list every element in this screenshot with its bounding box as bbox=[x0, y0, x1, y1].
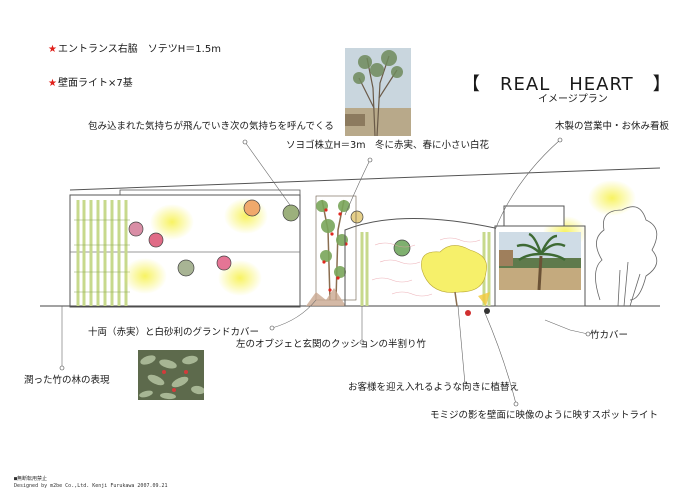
red-star-icon: ★ bbox=[48, 78, 57, 89]
note-signboard: 木製の営業中・お休み看板 bbox=[555, 121, 670, 132]
footer-copyright: ■無断転用禁止 Designed by m2be Co.,Ltd. Kenji … bbox=[14, 476, 168, 490]
note-bamboo-forest: 潤った竹の林の表現 bbox=[24, 375, 110, 386]
note-bamboo-cover: 竹カバー bbox=[590, 330, 629, 341]
note-wall-feeling: 包み込まれた気持ちが飛んでいき次の気持ちを呼んでくる bbox=[88, 121, 334, 132]
note-groundcover: 十両（赤実）と白砂利のグランドカバー bbox=[88, 327, 260, 338]
note-bamboo-half: 左のオブジェと玄関のクッションの半割り竹 bbox=[236, 339, 427, 350]
note-spotlight: モミジの影を壁面に映像のように映すスポットライト bbox=[430, 410, 659, 421]
note-sotsugo: ソヨゴ株立H＝3m 冬に赤実、春に小さい白花 bbox=[286, 140, 489, 151]
note-planting: お客様を迎え入れるような向きに植替え bbox=[348, 382, 520, 393]
groundcover-photo bbox=[138, 350, 204, 400]
red-star-icon: ★ bbox=[48, 44, 57, 55]
title-sub: イメージプラン bbox=[538, 94, 608, 105]
side-tree bbox=[595, 206, 658, 307]
sphere-ornament-icon bbox=[128, 199, 411, 277]
plan-title: 【 REAL HEART 】 イメージプラン bbox=[462, 70, 672, 105]
bamboo-grove bbox=[76, 200, 128, 306]
momiji-tree bbox=[421, 245, 490, 307]
footer-line2: Designed by m2be Co.,Ltd. Kenji Furukawa… bbox=[14, 483, 168, 489]
legend-item-sotetsu: ★エントランス右脇 ソテツH＝1.5m bbox=[48, 44, 221, 55]
footer-line1: ■無断転用禁止 bbox=[14, 476, 48, 482]
sotsugo-tree bbox=[306, 195, 357, 306]
sotsugo-tree-photo bbox=[345, 48, 411, 136]
legend-item-wall-light: ★壁面ライト×7基 bbox=[48, 78, 133, 89]
title-main: 【 REAL HEART 】 bbox=[462, 74, 672, 95]
palm-tree-photo bbox=[499, 232, 581, 290]
